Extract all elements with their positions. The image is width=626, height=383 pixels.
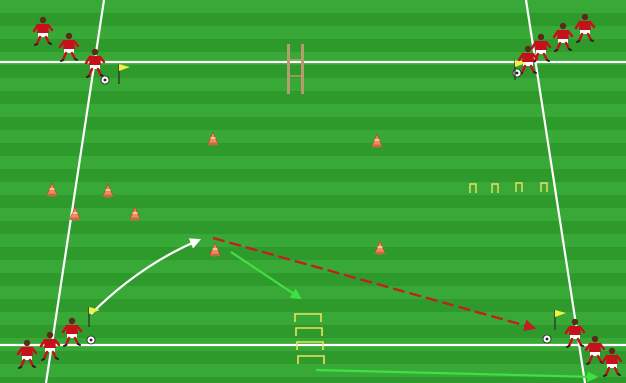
ball: [87, 336, 95, 344]
ball: [513, 69, 521, 77]
ball: [101, 76, 109, 84]
ball: [543, 335, 551, 343]
